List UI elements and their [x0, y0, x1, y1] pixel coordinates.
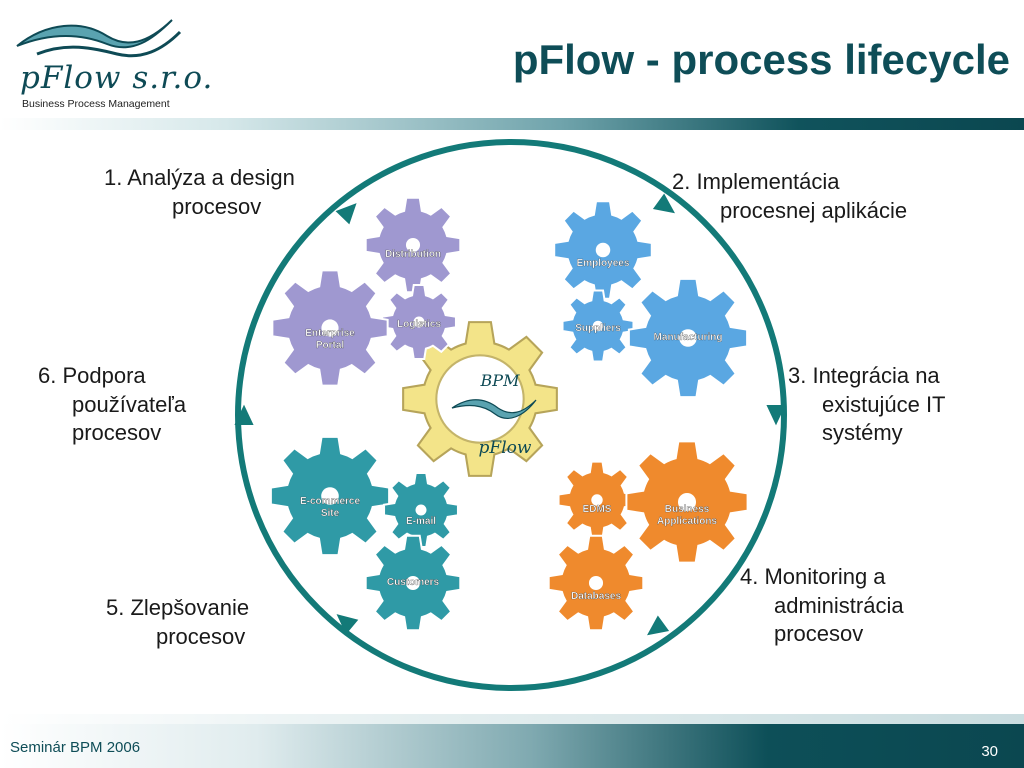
gear-hole — [677, 492, 697, 512]
cycle-arrow-icon — [766, 405, 786, 426]
company-logo: pFlow s.r.o. Business Process Management — [12, 14, 212, 114]
gear-label-line2: Applications — [657, 516, 717, 527]
logo-name: pFlow s.r.o. — [20, 60, 214, 96]
gear-logistics: Logistics — [381, 284, 457, 360]
step-6-label: 6. Podpora používateľa procesov — [38, 363, 187, 446]
gear-hole — [321, 319, 339, 337]
center-bottom-label: pFlow — [479, 438, 532, 458]
gear-distribution: Distribution — [364, 196, 462, 294]
lifecycle-cycle-ring — [235, 139, 787, 691]
center-swoosh-icon — [451, 399, 537, 419]
gear-label: E-mail — [406, 516, 436, 527]
gear-manufacturing: Manufacturing — [627, 277, 749, 399]
gear-hole — [405, 575, 421, 591]
gear-edms: EDMS — [557, 460, 637, 540]
gear-hole — [592, 320, 604, 332]
cycle-arrow-icon — [647, 615, 670, 636]
step-1-label: 1. Analýza a design procesov — [104, 165, 295, 219]
gear-label: Business — [665, 504, 710, 515]
gear-customers: Customers — [364, 534, 462, 632]
gear-e-mail: E-mail — [383, 472, 459, 548]
gear-label: Manufacturing — [654, 332, 723, 343]
step-5-label: 5. Zlepšovanie procesov — [106, 595, 250, 649]
gear-label-line2: Site — [321, 508, 340, 519]
gear-hole — [405, 237, 421, 253]
step-3-label: 3. Integrácia na existujúce IT systémy — [788, 363, 946, 446]
cycle-arrow-icon — [336, 614, 359, 635]
gear-label: Databases — [571, 591, 621, 602]
gear-hole — [321, 487, 339, 505]
slide-title: pFlow - process lifecycle — [512, 36, 1010, 83]
gear-hole — [679, 329, 697, 347]
step-2-label: 2. Implementácia procesnej aplikácie — [672, 169, 908, 223]
gear-databases: Databases — [547, 534, 645, 632]
logo-tagline: Business Process Management — [22, 98, 170, 110]
gear-label: Suppliers — [575, 323, 621, 334]
gear-employees: Employees — [553, 200, 653, 300]
gear-label: Distribution — [385, 249, 441, 260]
title-divider — [0, 118, 1024, 130]
gear-label: Enterprise — [305, 328, 355, 339]
gear-label: Employees — [577, 258, 630, 269]
gear-label: E-commerce — [300, 496, 360, 507]
footer-title: Seminár BPM 2006 — [10, 739, 141, 756]
cycle-arrow-icon — [652, 193, 675, 214]
cycle-arrow-icon — [234, 404, 254, 425]
page-number: 30 — [981, 743, 998, 760]
gear-label: Logistics — [397, 319, 441, 330]
step-4-label: 4. Monitoring a administrácia procesov — [740, 564, 904, 647]
center-top-label: BPM — [480, 371, 521, 390]
gear-hole — [415, 504, 427, 516]
gear-hole — [588, 575, 604, 591]
cycle-arrow-icon — [335, 203, 357, 225]
footer-bar — [0, 724, 1024, 768]
gear-hole — [595, 242, 611, 258]
gear-hole — [413, 316, 425, 328]
gear-suppliers: Suppliers — [561, 289, 635, 363]
gear-label-line2: Portal — [316, 340, 345, 351]
center-bpm-gear — [402, 321, 558, 477]
gear-label: Customers — [387, 577, 440, 588]
gear-label: EDMS — [583, 504, 612, 515]
logo-swoosh-icon — [16, 19, 182, 58]
footer-divider — [0, 714, 1024, 724]
gear-hole — [591, 494, 603, 506]
